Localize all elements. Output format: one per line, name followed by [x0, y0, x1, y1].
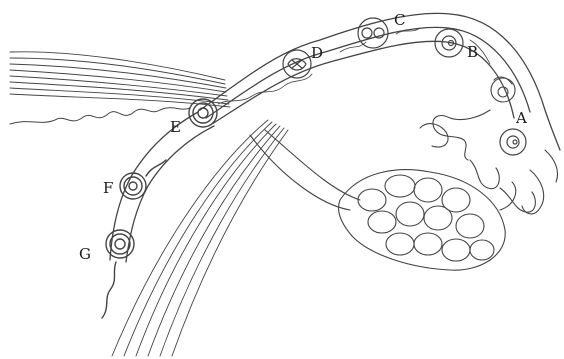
- label-f: F: [103, 179, 113, 197]
- oviduct-tube: [110, 13, 560, 262]
- tube-lining: [218, 28, 490, 104]
- label-c: C: [394, 11, 405, 29]
- label-d: D: [311, 44, 323, 62]
- label-e: E: [170, 118, 181, 136]
- ovary-cluster: [250, 130, 516, 270]
- stage-f-egg: [120, 160, 166, 199]
- label-g: G: [79, 245, 91, 263]
- ligament-wavy-edge: [10, 108, 190, 124]
- upper-ligament-fibres: [10, 52, 230, 107]
- label-b: B: [467, 43, 478, 61]
- stage-c-egg: [358, 18, 388, 48]
- lower-ligament-fibres: [112, 120, 288, 356]
- stage-a2-egg: [491, 77, 515, 102]
- stage-e-egg: [189, 99, 217, 127]
- label-a: A: [515, 109, 527, 127]
- stage-a-egg: [500, 129, 526, 155]
- stage-b-egg: [435, 29, 463, 57]
